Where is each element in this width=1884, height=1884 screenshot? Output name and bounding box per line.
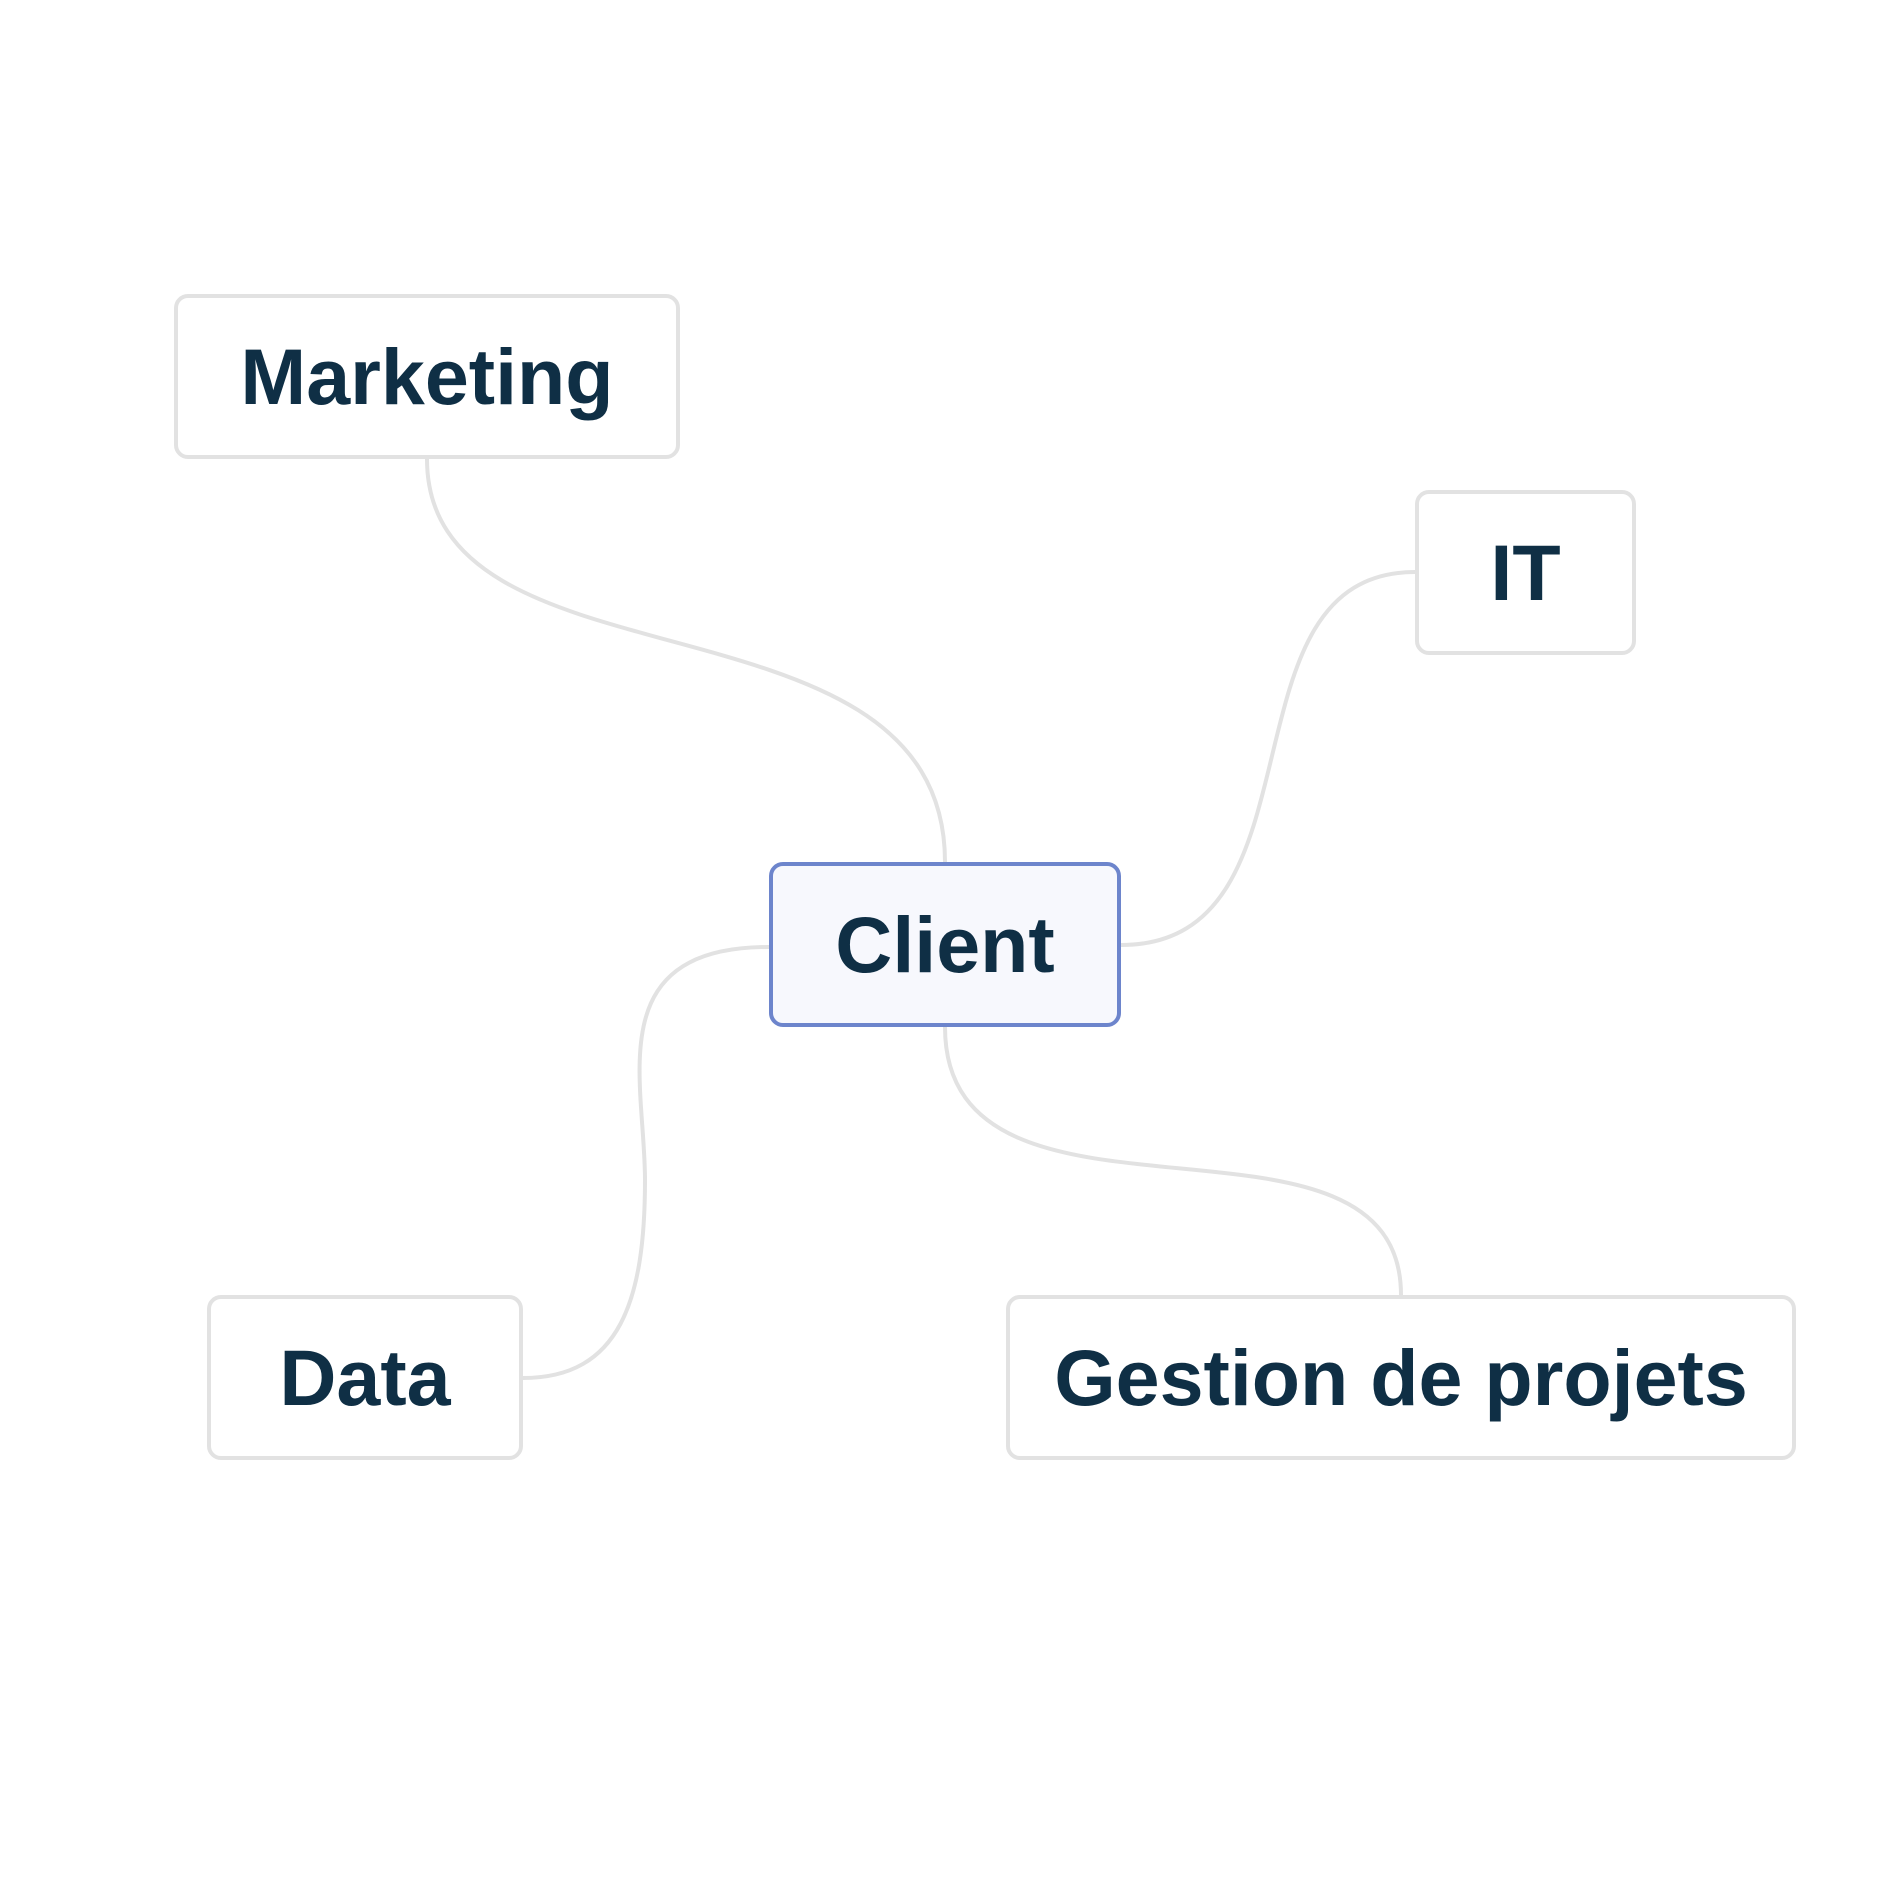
central-node-client[interactable]: Client bbox=[769, 862, 1121, 1027]
connector-client-data bbox=[522, 945, 770, 1380]
connector-client-it bbox=[1120, 570, 1416, 947]
branch-node-label: Marketing bbox=[240, 331, 614, 421]
central-node-label: Client bbox=[835, 899, 1055, 989]
branch-node-marketing[interactable]: Marketing bbox=[174, 294, 680, 459]
branch-node-label: IT bbox=[1490, 527, 1561, 617]
branch-node-it[interactable]: IT bbox=[1415, 490, 1636, 655]
connector-client-gestion bbox=[943, 1026, 1403, 1296]
branch-node-data[interactable]: Data bbox=[207, 1295, 523, 1460]
connector-client-marketing bbox=[425, 458, 947, 863]
branch-node-label: Data bbox=[279, 1332, 451, 1422]
branch-node-label: Gestion de projets bbox=[1054, 1332, 1748, 1422]
branch-node-gestion-de-projets[interactable]: Gestion de projets bbox=[1006, 1295, 1796, 1460]
